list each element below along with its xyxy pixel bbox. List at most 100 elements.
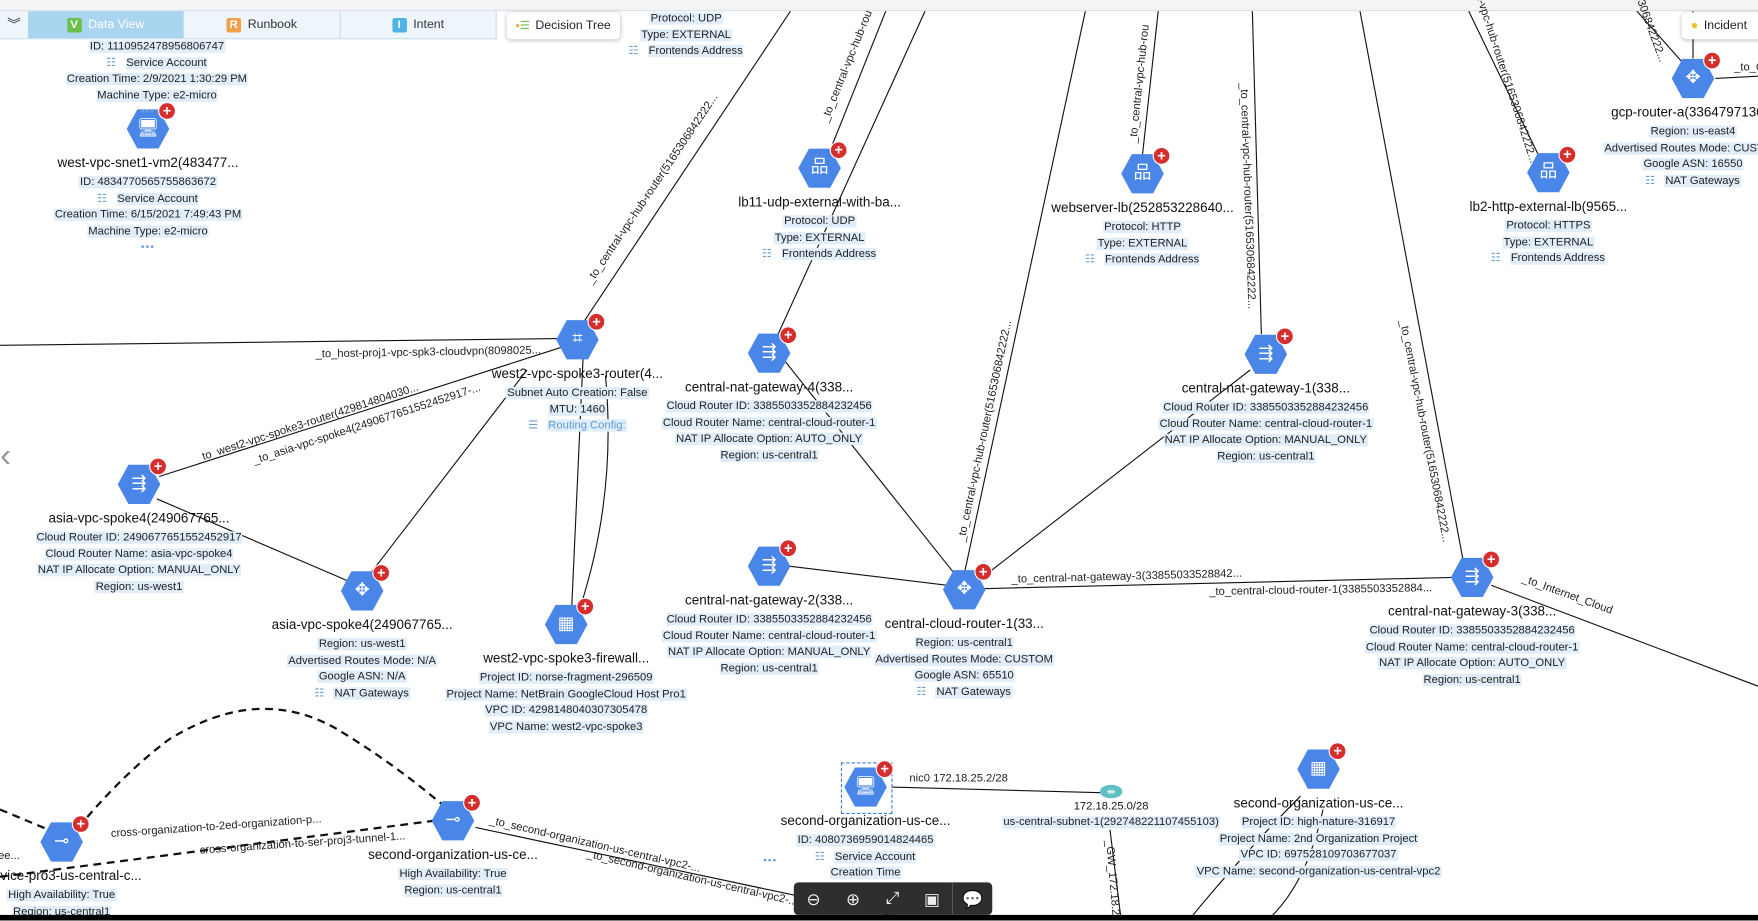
tab-label: Intent <box>413 17 445 32</box>
zoom-in-icon[interactable]: ⊕ <box>845 889 861 909</box>
expand-plus-icon[interactable]: + <box>779 539 798 558</box>
expand-plus-icon[interactable]: + <box>576 597 595 616</box>
link[interactable] <box>0 338 559 346</box>
expand-plus-icon[interactable]: + <box>974 562 993 581</box>
node-name[interactable]: asia-vpc-spoke4(249067765... <box>48 510 230 526</box>
property-text: NAT IP Allocate Option: AUTO_ONLY <box>675 432 864 446</box>
presentation-icon[interactable]: ▣ <box>923 889 940 909</box>
link[interactable] <box>1251 11 1262 335</box>
node-name[interactable]: service-pro3-us-central-c... <box>0 867 142 884</box>
property-text: Region: us-central1 <box>719 662 819 675</box>
vpn-tunnel-link[interactable] <box>0 808 55 833</box>
expand-plus-icon[interactable]: + <box>829 141 848 160</box>
subnet-icon[interactable]: ⇹ <box>1099 784 1123 799</box>
expand-plus-icon[interactable]: + <box>779 326 798 345</box>
node-name[interactable]: central-nat-gateway-3(338... <box>1387 603 1557 619</box>
fit-to-screen-icon[interactable]: ⤢ <box>885 889 900 909</box>
node-name[interactable]: central-nat-gateway-2(338... <box>685 591 854 608</box>
property-text: ID: 4080736959014824465 <box>796 834 935 847</box>
node-name[interactable]: 172.18.25.0/28 <box>1073 800 1149 813</box>
link[interactable] <box>777 10 926 335</box>
link[interactable] <box>1490 584 1758 687</box>
expand-plus-icon[interactable]: + <box>463 793 481 812</box>
more-dots-icon[interactable]: ••• <box>141 241 155 253</box>
vpn-gateway-icon[interactable]: ⊸ <box>40 822 83 862</box>
link[interactable] <box>582 10 791 324</box>
tab-data-view[interactable]: V Data View <box>27 11 185 39</box>
node-name[interactable]: gcp-router-a(3364797130... <box>1611 104 1758 120</box>
node-name[interactable]: central-nat-gateway-1(338... <box>1181 380 1350 396</box>
link[interactable] <box>369 369 528 575</box>
property-text: Frontends Address <box>647 44 744 58</box>
expand-plus-icon[interactable]: + <box>1275 327 1294 346</box>
link[interactable] <box>571 358 584 606</box>
expand-plus-icon[interactable]: + <box>1328 742 1347 761</box>
expand-plus-icon[interactable]: + <box>875 760 894 779</box>
property-text: Project ID: high-nature-316917 <box>1240 816 1397 829</box>
link[interactable] <box>156 498 348 582</box>
expand-plus-icon[interactable]: + <box>1482 550 1501 569</box>
vpn-tunnel-link[interactable] <box>0 818 444 878</box>
node-name[interactable]: asia-vpc-spoke4(249067765... <box>271 616 453 633</box>
link[interactable] <box>1715 75 1758 80</box>
comment-icon[interactable]: 💬 <box>962 889 983 909</box>
node-name[interactable]: second-organization-us-ce... <box>368 846 538 863</box>
node-name[interactable]: west2-vpc-spoke3-router(4... <box>491 365 664 382</box>
node-name[interactable]: lb2-http-external-lb(9565... <box>1469 198 1628 215</box>
property-text: Creation Time: 6/15/2021 7:49:43 PM <box>53 208 243 221</box>
link[interactable] <box>1109 829 1122 921</box>
expand-plus-icon[interactable]: + <box>1703 51 1722 70</box>
expand-plus-icon[interactable]: + <box>587 312 606 331</box>
node-property: ☷NAT Gateways <box>183 686 542 702</box>
tab-intent[interactable]: I Intent <box>340 11 497 39</box>
link[interactable] <box>580 375 609 606</box>
more-dots-icon[interactable]: ••• <box>763 854 778 866</box>
property-text: Region: us-central1 <box>403 884 503 897</box>
vpn-tunnel-link[interactable] <box>77 707 444 829</box>
node-name[interactable]: lb11-udp-external-with-ba... <box>738 193 901 210</box>
node-name[interactable]: central-cloud-router-1(33... <box>884 615 1044 632</box>
incident-button[interactable]: ● Incident <box>1681 12 1758 40</box>
zoom-out-icon[interactable]: ⊖ <box>806 889 821 909</box>
load-balancer-icon[interactable]: 品 <box>1527 153 1570 193</box>
property-text: Region: us-central1 <box>719 449 819 462</box>
node-name[interactable]: west-vpc-snet1-vm2(483477... <box>57 154 239 171</box>
decision-tree-button[interactable]: ▪☰ Decision Tree <box>506 12 620 40</box>
node-name[interactable]: webserver-lb(252853228640... <box>1051 199 1234 216</box>
link[interactable] <box>1468 10 1539 155</box>
link[interactable] <box>829 11 887 152</box>
expand-plus-icon[interactable]: + <box>1558 145 1577 164</box>
expand-plus-icon[interactable]: + <box>1152 146 1171 165</box>
property-text: Frontends Address <box>780 247 878 261</box>
link[interactable] <box>983 576 1454 590</box>
link[interactable] <box>159 347 561 478</box>
tab-runbook[interactable]: R Runbook <box>184 11 341 39</box>
link-label: _to_C <box>1733 62 1758 74</box>
link[interactable] <box>891 786 1102 794</box>
collapse-chevron-icon[interactable]: ︾ <box>7 16 21 33</box>
link[interactable] <box>1359 11 1464 561</box>
link[interactable] <box>784 360 954 573</box>
chevron-left-icon[interactable]: ‹ <box>0 437 12 475</box>
node-name[interactable]: second-organization-us-ce... <box>1233 794 1404 811</box>
link[interactable] <box>1141 11 1159 155</box>
property-text: Google ASN: 16550 <box>1642 158 1744 171</box>
node-name[interactable]: west2-vpc-spoke3-firewall... <box>483 650 650 666</box>
link[interactable] <box>963 11 1086 575</box>
property-text: ID: 1110952478956806747 <box>88 40 226 53</box>
node-property[interactable]: ☰Routing Config: <box>398 418 757 434</box>
node-name[interactable]: second-organization-us-ce... <box>780 812 951 829</box>
node-name[interactable]: central-nat-gateway-4(338... <box>685 378 854 395</box>
node-property: ☷Service Account <box>0 55 336 71</box>
expand-plus-icon[interactable]: + <box>149 457 168 476</box>
node-property: NAT IP Allocate Option: MANUAL_ONLY <box>1086 433 1445 449</box>
expand-plus-icon[interactable]: + <box>71 815 90 834</box>
property-text: Cloud Router Name: central-cloud-router-… <box>661 629 877 642</box>
expand-plus-icon[interactable]: + <box>372 563 391 582</box>
link[interactable] <box>789 565 948 586</box>
expand-plus-icon[interactable]: + <box>158 102 177 120</box>
more-dots-icon[interactable]: ••• <box>141 105 155 117</box>
link[interactable] <box>1636 10 1683 63</box>
